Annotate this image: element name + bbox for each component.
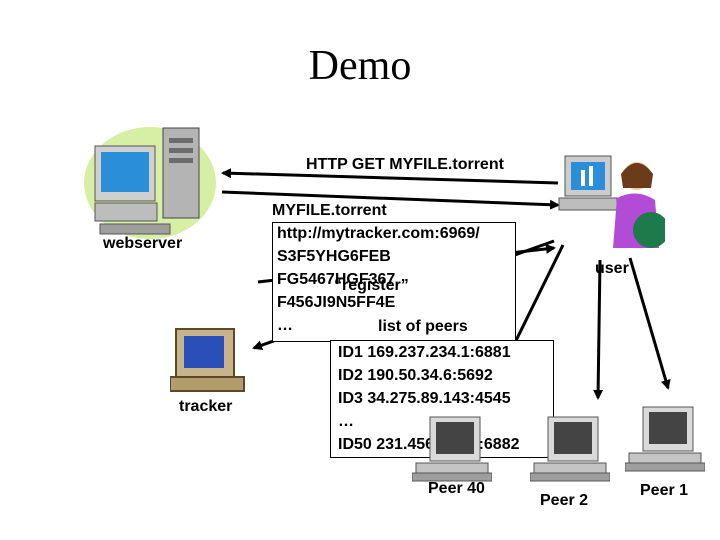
peer-list-row: ID1 169.237.234.1:6881 <box>338 344 511 361</box>
torrent-line: http://mytracker.com:6969/ <box>277 225 480 242</box>
diagram-title: Demo <box>308 43 412 89</box>
peer-label: Peer 40 <box>428 480 485 497</box>
peer-label: Peer 1 <box>640 482 689 499</box>
torrent-line: … <box>277 317 293 334</box>
http-get-label: HTTP GET MYFILE.torrent <box>306 156 504 173</box>
tracker-label: tracker <box>179 398 233 415</box>
desktop-computer-icon <box>84 127 216 239</box>
person-at-computer-icon <box>558 155 665 248</box>
arrow-to-peer-2 <box>593 259 604 400</box>
torrent-line: FG5467HGF367 <box>277 271 396 288</box>
computer-icon <box>412 416 492 482</box>
torrent-line: MYFILE.torrent <box>272 202 387 219</box>
peer-list-row: ID3 34.275.89.143:4545 <box>338 390 511 407</box>
arrow-torrent-response <box>221 190 560 210</box>
peer-list-row: ID2 190.50.34.6:5692 <box>338 367 493 384</box>
arrow-to-peer-1 <box>628 257 671 390</box>
torrent-line: S3F5YHG6FEB <box>277 248 391 265</box>
old-computer-icon <box>170 328 245 392</box>
torrent-file-box <box>272 222 516 342</box>
list-of-peers-label: list of peers <box>378 318 468 335</box>
computer-icon <box>625 406 705 472</box>
peer-list-row: … <box>338 413 354 430</box>
arrow-http-get <box>221 168 559 185</box>
webserver-label: webserver <box>103 235 183 252</box>
user-label: user <box>595 260 629 277</box>
torrent-line: F456JI9N5FF4E <box>277 294 396 311</box>
peer-label: Peer 2 <box>540 492 589 509</box>
register-label: “register” <box>334 277 409 294</box>
computer-icon <box>530 416 610 482</box>
